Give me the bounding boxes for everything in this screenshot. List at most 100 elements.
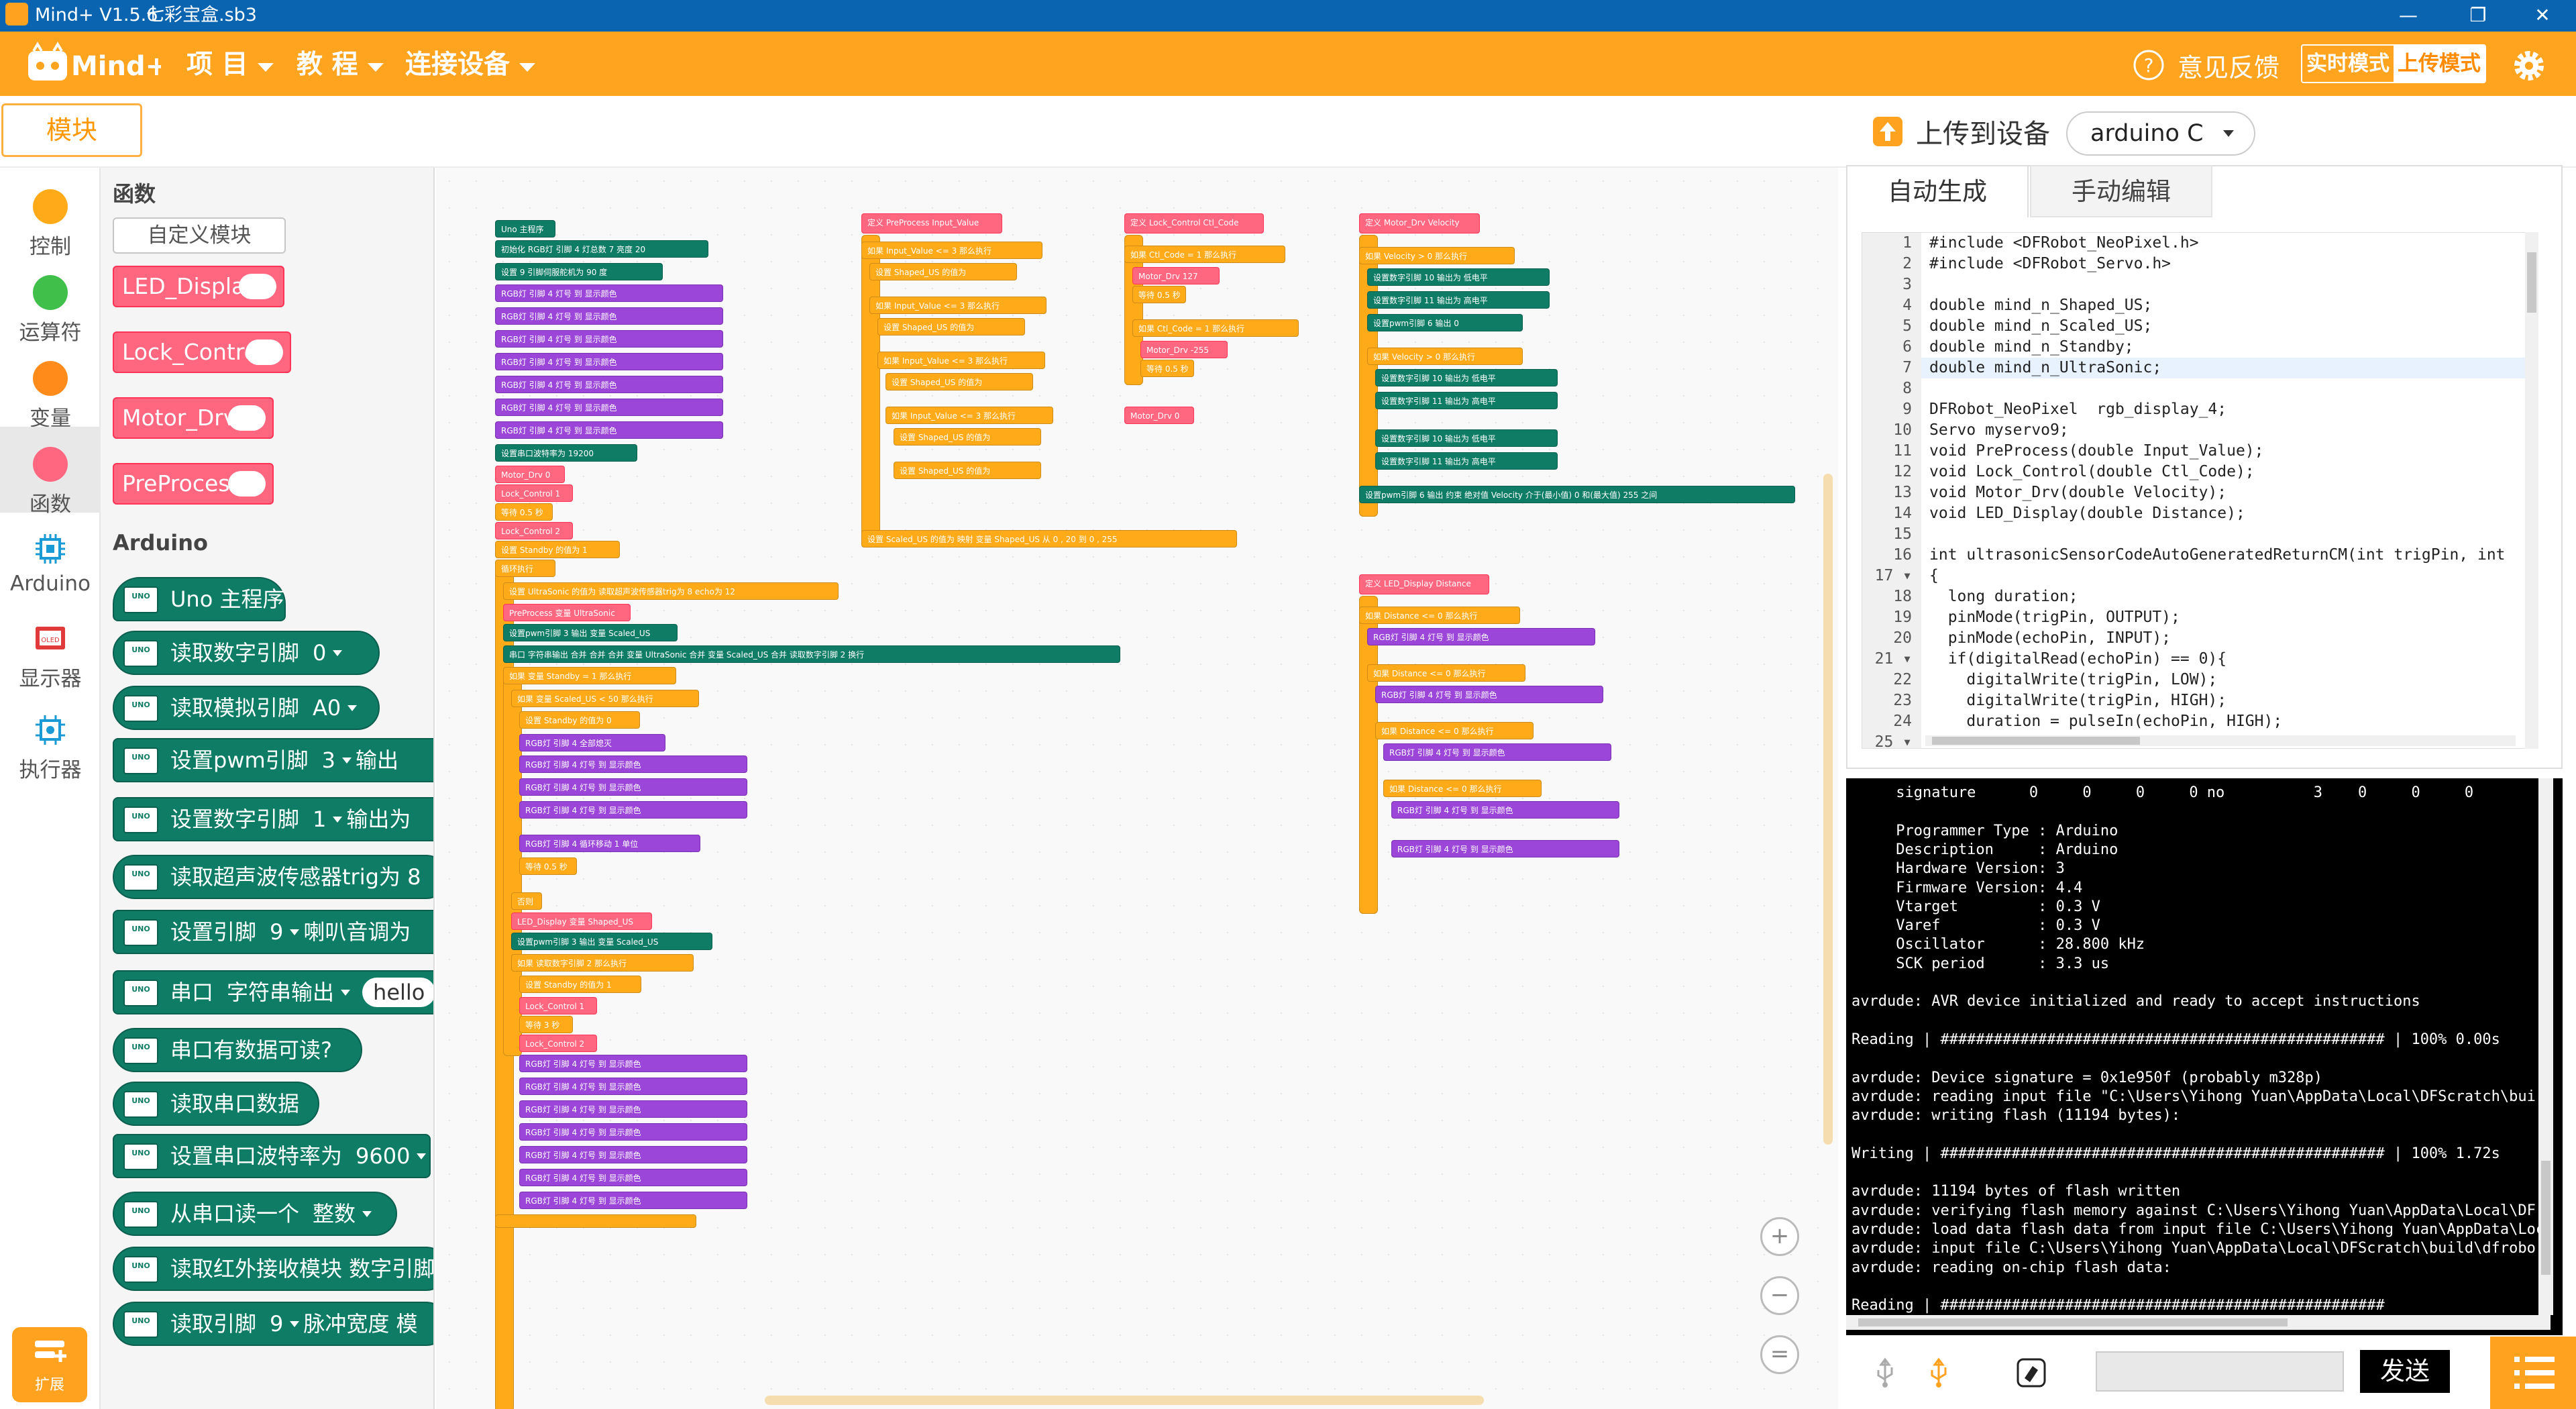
code-editor[interactable]: 1#include <DFRobot_NeoPixel.h>2#include … [1862, 232, 2532, 749]
clear-terminal-icon[interactable] [2015, 1357, 2047, 1389]
ws-pre-if[interactable]: 如果 Input_Value <= 3 那么执行 [861, 242, 1042, 259]
ws-rgb-row[interactable]: RGB灯 引脚 4 灯号 到 显示颜色 [519, 1100, 747, 1118]
ws-def-led[interactable]: 定义 LED_Display Distance [1359, 574, 1489, 594]
zoom-out-icon[interactable]: − [1760, 1276, 1799, 1315]
ws-if-scaled[interactable]: 如果 变量 Scaled_US < 50 那么执行 [511, 690, 699, 707]
code-workspace[interactable]: Uno 主程序 初始化 RGB灯 引脚 4 灯总数 7 亮度 20 设置 9 引… [436, 168, 1838, 1409]
ws-motor-call[interactable]: Motor_Drv 0 [1124, 407, 1194, 424]
ws-serial-out[interactable]: 串口 字符串输出 合并 合并 合并 变量 UltraSonic 合并 变量 Sc… [503, 645, 1120, 663]
code-line[interactable]: 19 pinMode(trigPin, OUTPUT); [1862, 607, 2532, 628]
ws-lock-call[interactable]: Lock_Control 2 [519, 1035, 597, 1052]
category-variables[interactable]: 变量 [0, 349, 101, 431]
ws-def-preprocess[interactable]: 定义 PreProcess Input_Value [861, 213, 1002, 233]
ws-else[interactable]: 否则 [511, 892, 542, 910]
ws-baud[interactable]: 设置串口波特率为 19200 [495, 444, 637, 462]
ws-set-standby[interactable]: 设置 Standby 的值为 1 [495, 541, 620, 558]
ws-rgb-row[interactable]: RGB灯 引脚 4 灯号 到 显示颜色 [1375, 686, 1603, 703]
code-line[interactable]: 2#include <DFRobot_Servo.h> [1862, 254, 2532, 274]
code-line[interactable]: 24 duration = pulseIn(echoPin, HIGH); [1862, 711, 2532, 732]
code-line[interactable]: 8 [1862, 378, 2532, 399]
ws-wait[interactable]: 等待 0.5 秒 [1140, 360, 1194, 377]
custom-block-button[interactable]: 自定义模块 [113, 217, 286, 254]
ws-pre-scaled[interactable]: 设置 Scaled_US 的值为 映射 变量 Shaped_US 从 0 , 2… [861, 530, 1237, 547]
terminal-horizontal-scrollbar[interactable] [1846, 1315, 2551, 1330]
modules-tab[interactable]: 模块 [1, 103, 142, 157]
ws-rgb-shift[interactable]: RGB灯 引脚 4 循环移动 1 单位 [519, 835, 700, 852]
maximize-button[interactable]: ❐ [2469, 4, 2487, 26]
ws-rgb-row[interactable]: RGB灯 引脚 4 灯号 到 显示颜色 [519, 1078, 747, 1095]
extension-button[interactable]: 扩展 [12, 1327, 87, 1402]
ws-preprocess-call[interactable]: PreProcess 变量 UltraSonic [503, 604, 631, 621]
code-line[interactable]: 3 [1862, 274, 2532, 295]
ws-init-led[interactable]: 初始化 RGB灯 引脚 4 灯总数 7 亮度 20 [495, 240, 708, 258]
ws-motor-pin11[interactable]: 设置数字引脚 11 输出为 高电平 [1375, 452, 1558, 470]
usb-icon[interactable] [1869, 1357, 1901, 1389]
ws-lock-call[interactable]: Lock_Control 1 [495, 484, 573, 502]
list-toggle-button[interactable] [2490, 1337, 2576, 1409]
ws-rgb-row[interactable]: RGB灯 引脚 4 灯号 到 显示颜色 [1391, 801, 1619, 819]
ws-lock-if[interactable]: 如果 Ctl_Code = 1 那么执行 [1124, 246, 1285, 263]
func-block-lock-control[interactable]: Lock_Control [113, 331, 291, 373]
code-line[interactable]: 18 long duration; [1862, 586, 2532, 607]
func-block-led-display[interactable]: LED_Display [113, 266, 284, 307]
code-horizontal-scrollbar[interactable] [1925, 735, 2516, 746]
ws-rgb-row[interactable]: RGB灯 引脚 4 灯号 到 显示颜色 [495, 284, 723, 302]
ws-pre-if[interactable]: 如果 Input_Value <= 3 那么执行 [885, 407, 1053, 424]
ws-if-pin2[interactable]: 如果 读取数字引脚 2 那么执行 [511, 954, 694, 972]
ws-rgb-row[interactable]: RGB灯 引脚 4 灯号 到 显示颜色 [495, 399, 723, 416]
ws-lock-call[interactable]: Lock_Control 1 [519, 997, 597, 1014]
ws-led-if[interactable]: 如果 Distance <= 0 那么执行 [1367, 664, 1525, 682]
ws-motor-if[interactable]: 如果 Velocity > 0 那么执行 [1359, 247, 1515, 264]
ws-motor-pin10[interactable]: 设置数字引脚 10 输出为 低电平 [1375, 369, 1558, 386]
ws-set-standby[interactable]: 设置 Standby 的值为 1 [519, 976, 641, 993]
ws-pre-set[interactable]: 设置 Shaped_US 的值为 [885, 373, 1033, 390]
code-line[interactable]: 15 [1862, 524, 2532, 545]
serial-connect-icon[interactable] [1923, 1357, 1955, 1389]
ws-set-servo[interactable]: 设置 9 引脚伺服舵机为 90 度 [495, 263, 663, 280]
serial-terminal[interactable]: signature 0 0 0 0 no 3 0 0 0 Programmer … [1846, 778, 2563, 1335]
ws-wait[interactable]: 等待 0.5 秒 [519, 857, 577, 875]
menu-project[interactable]: 项 目 [186, 47, 274, 83]
close-button[interactable]: ✕ [2534, 4, 2551, 26]
ws-rgb-row[interactable]: RGB灯 引脚 4 灯号 到 显示颜色 [519, 1192, 747, 1209]
ws-rgb-row[interactable]: RGB灯 引脚 4 灯号 到 显示颜色 [1367, 628, 1595, 645]
ws-main-hat[interactable]: Uno 主程序 [495, 220, 555, 238]
terminal-vertical-scrollbar[interactable] [2538, 778, 2553, 1315]
ws-motor-call[interactable]: Motor_Drv 0 [495, 466, 565, 483]
ws-motor-pwm-map[interactable]: 设置pwm引脚 6 输出 约束 绝对值 Velocity 介于(最小值) 0 和… [1359, 486, 1795, 503]
category-arduino[interactable]: Arduino [0, 521, 101, 601]
ws-pre-set[interactable]: 设置 Shaped_US 的值为 [894, 428, 1041, 446]
ws-wait[interactable]: 等待 0.5 秒 [495, 503, 553, 521]
ws-motor-pin11[interactable]: 设置数字引脚 11 输出为 高电平 [1367, 291, 1550, 309]
gear-icon[interactable] [2510, 47, 2548, 85]
ws-rgb-row[interactable]: RGB灯 引脚 4 灯号 到 显示颜色 [495, 307, 723, 325]
ws-motor-pwm[interactable]: 设置pwm引脚 6 输出 0 [1367, 314, 1523, 331]
func-block-motor-drv[interactable]: Motor_Drv [113, 397, 274, 439]
ws-def-lock[interactable]: 定义 Lock_Control Ctl_Code [1124, 213, 1264, 233]
ws-led-if[interactable]: 如果 Distance <= 0 那么执行 [1383, 780, 1542, 797]
workspace-horizontal-scrollbar[interactable] [765, 1396, 1484, 1405]
ws-rgb-row[interactable]: RGB灯 引脚 4 灯号 到 显示颜色 [495, 421, 723, 439]
ws-motor-call[interactable]: Motor_Drv -255 [1140, 341, 1228, 358]
serial-send-input[interactable] [2096, 1351, 2344, 1392]
send-button[interactable]: 发送 [2360, 1350, 2450, 1393]
menu-connect-device[interactable]: 连接设备 [405, 47, 536, 83]
code-line[interactable]: 25 ▾ [1862, 732, 2532, 748]
